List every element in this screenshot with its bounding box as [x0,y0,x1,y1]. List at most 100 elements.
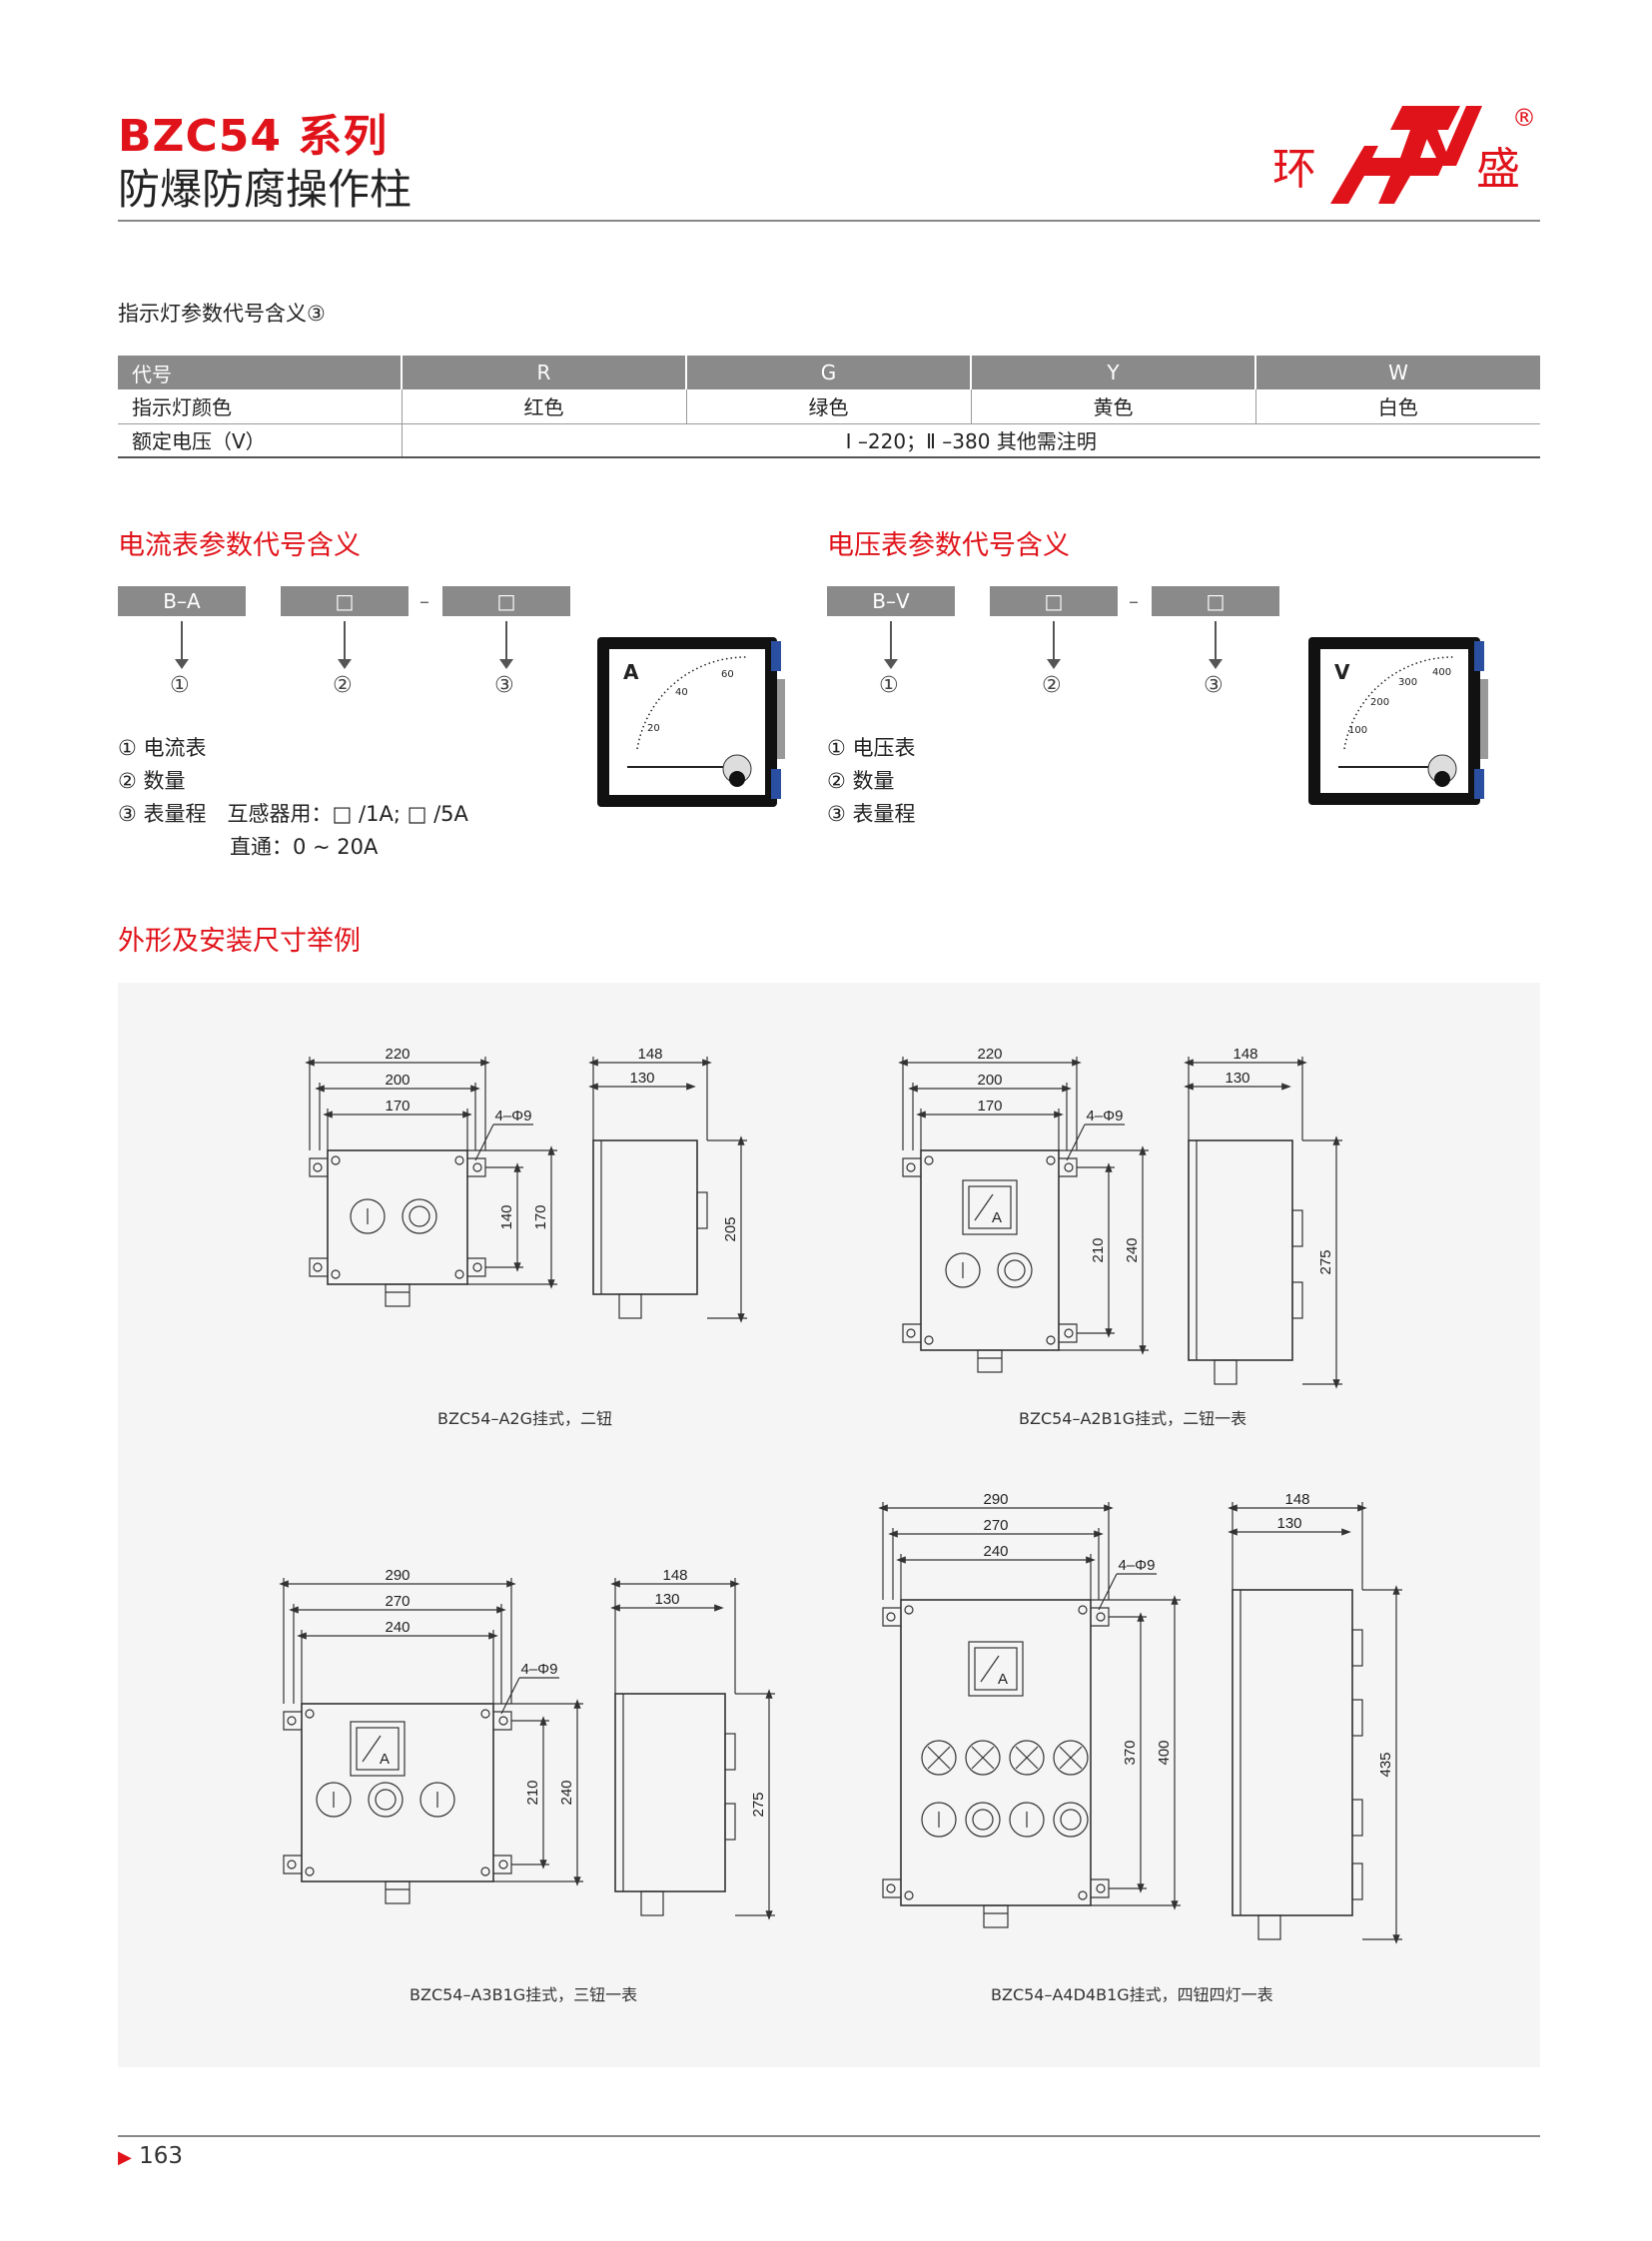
marker-1: ① [170,673,190,698]
button-icon [419,1782,455,1818]
mount-tab [902,1323,921,1343]
marker-1: ① [879,673,899,698]
dimension-label: 130 [654,1591,679,1608]
mount-hole [305,1867,315,1876]
side-button-bump [1351,1699,1363,1737]
dimension-label: 270 [385,1593,410,1610]
mount-tab [493,1711,512,1731]
mount-hole [498,1860,508,1869]
drawing-caption: BZC54–A2G挂式，二钮 [437,1409,612,1428]
mount-hole [1046,1155,1056,1165]
ammeter-range-box: □ [442,586,570,616]
button-mark [1060,1809,1082,1831]
side-housing [592,1139,698,1295]
dimension-label: 170 [532,1204,549,1229]
lamp-mark [971,1746,995,1770]
mount-hole [472,1262,482,1272]
meter-tick: 20 [647,723,660,734]
dimensions-section-title: 外形及安装尺寸举例 [118,926,361,957]
legend-line: ③ 表量程 互感器用：□ /1A; □ /5A [118,802,468,826]
meter-face [356,1727,400,1771]
button-icon [1053,1740,1089,1776]
meter-tick: 100 [1348,725,1367,736]
button-mark [375,1789,397,1811]
indicator-section-title: 指示灯参数代号含义③ [118,302,326,326]
arrow-down-icon [884,621,898,669]
header-cell: W [1255,356,1540,389]
dimension-label: 200 [977,1072,1002,1089]
header-cell: G [686,356,972,389]
mount-tab [1059,1323,1078,1343]
mount-hole [472,1162,482,1172]
button-icon [921,1802,957,1838]
meter-face [968,1185,1012,1229]
brand-right-char: 盛 [1476,144,1520,195]
registered-mark: ® [1512,104,1536,132]
mount-tab [1059,1157,1078,1177]
lamp-mark [1059,1746,1083,1770]
meter-label: A [992,1209,1002,1226]
arrow-down-icon [1047,621,1061,669]
marker-3: ③ [494,673,514,698]
side-gland [640,1890,664,1916]
header-divider [118,220,1540,222]
front-housing-outline [883,1600,1109,1905]
mount-hole [886,1612,896,1622]
mount-hole [498,1716,508,1726]
lamp-mark [1015,1746,1039,1770]
mount-hole [906,1162,916,1172]
table-header-row: 代号 R G Y W [118,356,1540,389]
side-gland [1257,1914,1281,1940]
dimension-label: 370 [1122,1740,1139,1765]
dimension-label: 200 [385,1072,410,1089]
brand-logo: 环 盛 ® [1260,96,1550,216]
mount-tab [882,1607,901,1627]
side-button-bump [1351,1863,1363,1900]
dimension-label: 148 [1233,1046,1257,1063]
cable-gland [385,1283,411,1307]
front-housing [900,1599,1092,1906]
arrow-down-icon [338,621,352,669]
meter-tick: 300 [1398,677,1417,688]
leader-line [474,1123,494,1161]
mount-hole [454,1155,464,1165]
dimension-label: 270 [983,1517,1008,1534]
dimension-label: 130 [1225,1070,1249,1087]
mount-tab [467,1257,486,1277]
button-icon [1053,1802,1089,1838]
voltmeter-quantity-box: □ [990,586,1118,616]
mount-hole [924,1335,934,1345]
marker-2: ② [333,673,353,698]
dimension-label: 205 [722,1216,739,1241]
mount-hole [480,1709,490,1719]
button-mark [409,1205,430,1227]
meter-tick: 40 [675,687,688,698]
mount-hole [904,1890,914,1900]
legend-line: ③ 表量程 [827,802,916,826]
indicator-parameter-table: 代号 R G Y W 指示灯颜色 红色 绿色 黄色 白色 额定电压（V） Ⅰ –… [118,356,1540,458]
cable-gland [983,1904,1009,1928]
table-cell: 绿色 [686,389,972,424]
side-button-bump [724,1733,736,1771]
arrow-down-icon [1209,621,1223,669]
legend-line: ① 电流表 [118,736,207,760]
hs-logo-mark [1330,106,1482,204]
mount-tab [467,1157,486,1177]
dimension-label: 290 [983,1491,1008,1508]
button-icon [350,1198,386,1234]
voltmeter-range-box: □ [1152,586,1279,616]
page-number-value: 163 [139,2143,184,2169]
dimension-label: 130 [629,1070,654,1087]
ammeter-code-box: B–A [118,586,246,616]
dimension-label: 170 [385,1098,410,1115]
hole-label: 4–Φ9 [1087,1108,1124,1124]
lamp-mark [927,1746,951,1770]
meter-outline [962,1179,1018,1235]
dimension-label: 148 [1284,1491,1309,1508]
page-number: ▶ 163 [118,2143,183,2169]
meter-needle [980,1655,1000,1683]
dimension-label: 290 [385,1567,410,1584]
dimension-label: 220 [385,1046,410,1063]
mount-tab [309,1157,328,1177]
hole-label: 4–Φ9 [521,1661,558,1678]
